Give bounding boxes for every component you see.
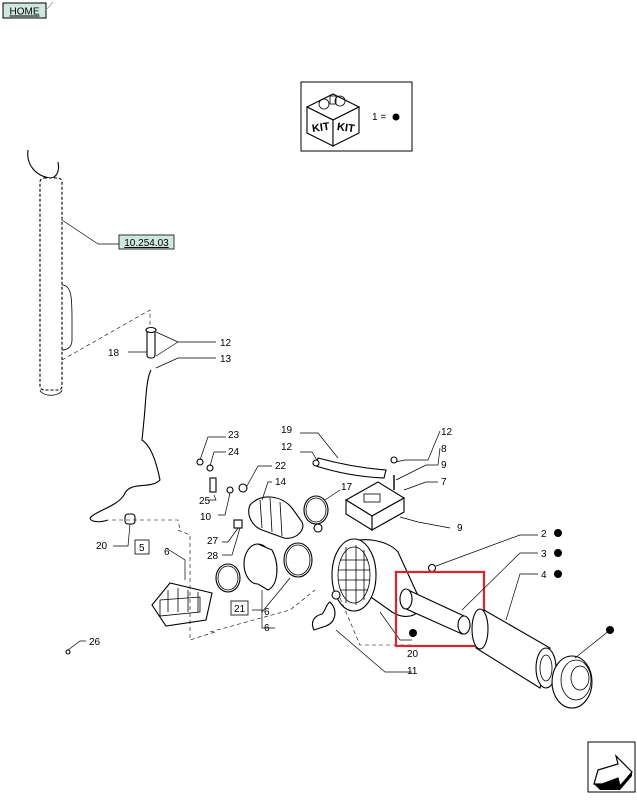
callout-26: 26 bbox=[89, 637, 101, 648]
elbow-hose-6 bbox=[243, 543, 278, 591]
kit-marker-3-inner bbox=[409, 629, 417, 637]
callout-9-b: 9 bbox=[457, 523, 463, 534]
callout-21: 21 bbox=[234, 604, 246, 615]
small-clamps-left bbox=[196, 458, 234, 494]
dash-leader-stack bbox=[61, 309, 151, 361]
kit-bullet bbox=[392, 113, 400, 121]
callout-3: 3 bbox=[541, 549, 547, 560]
clamp-17-left bbox=[303, 495, 329, 525]
callout-5: 5 bbox=[139, 543, 145, 554]
kit-marker-4 bbox=[554, 570, 562, 578]
bolt-2 bbox=[427, 563, 437, 573]
callout-7: 7 bbox=[441, 477, 447, 488]
callout-box-21 bbox=[230, 600, 249, 616]
callout-28: 28 bbox=[207, 551, 219, 562]
callout-6-c: 6 bbox=[264, 623, 270, 634]
home-button[interactable]: HOME bbox=[2, 2, 47, 19]
ref-link-button[interactable]: 10.254.03 bbox=[118, 234, 175, 250]
home-tick bbox=[45, 1, 54, 11]
kit-marker-3 bbox=[554, 549, 562, 557]
callout-12-a: 12 bbox=[220, 338, 232, 349]
arrow-next-page-icon bbox=[593, 754, 633, 790]
mounting-bracket-7 bbox=[344, 481, 406, 531]
inner-filter-3 bbox=[399, 588, 471, 635]
hose-11 bbox=[311, 590, 341, 631]
callout-20-b: 20 bbox=[407, 649, 419, 660]
clamp-20-left bbox=[124, 513, 136, 525]
callout-24: 24 bbox=[228, 447, 240, 458]
callout-9-a: 9 bbox=[441, 460, 447, 471]
callout-27: 27 bbox=[207, 536, 219, 547]
clamp-27-28 bbox=[222, 519, 243, 556]
callout-12-c: 12 bbox=[441, 427, 453, 438]
breather-pipe bbox=[89, 326, 161, 523]
kit-word-right: KIT bbox=[336, 121, 355, 135]
part-26 bbox=[65, 649, 71, 655]
kit-legend: KIT KIT 1 = bbox=[300, 81, 413, 152]
kit-marker-endcap bbox=[606, 626, 614, 634]
callout-12-b: 12 bbox=[281, 442, 293, 453]
kit-equation: 1 = bbox=[372, 112, 386, 123]
clamp-6-left bbox=[215, 563, 241, 593]
sensor-22 bbox=[238, 483, 248, 493]
callout-8: 8 bbox=[441, 444, 447, 455]
hose-19 bbox=[315, 457, 387, 479]
kit-box-icon: KIT KIT bbox=[305, 93, 361, 147]
callout-box-5 bbox=[134, 539, 150, 555]
clamp-6-right bbox=[283, 542, 313, 578]
callout-18: 18 bbox=[108, 348, 120, 359]
callout-20-a: 20 bbox=[96, 541, 108, 552]
precleaner-assembly bbox=[151, 582, 213, 627]
callout-2: 2 bbox=[541, 529, 547, 540]
clamp-12-hose bbox=[312, 459, 320, 467]
highlight-box bbox=[394, 570, 486, 648]
callout-13: 13 bbox=[220, 354, 232, 365]
callout-4: 4 bbox=[541, 570, 547, 581]
kit-word-left: KIT bbox=[311, 121, 330, 135]
home-button-label[interactable]: HOME bbox=[10, 7, 40, 18]
callout-6-b: 6 bbox=[264, 607, 270, 618]
callout-22: 22 bbox=[275, 461, 287, 472]
outer-filter-4 bbox=[471, 608, 557, 689]
kit-marker-2 bbox=[554, 529, 562, 537]
bolt-12-right bbox=[390, 456, 398, 464]
next-page-button[interactable] bbox=[587, 741, 636, 793]
exhaust-stack bbox=[27, 149, 99, 396]
callout-23: 23 bbox=[228, 430, 240, 441]
callout-17: 17 bbox=[341, 482, 353, 493]
callout-25: 25 bbox=[199, 496, 211, 507]
clamp-17-small bbox=[313, 523, 323, 533]
ref-link-label[interactable]: 10.254.03 bbox=[124, 238, 169, 249]
intake-hose-14 bbox=[248, 496, 304, 539]
end-cap bbox=[551, 655, 593, 709]
callout-11: 11 bbox=[407, 666, 418, 677]
callout-6-a: 6 bbox=[164, 547, 170, 558]
callout-14: 14 bbox=[275, 477, 287, 488]
callout-10: 10 bbox=[200, 512, 212, 523]
callout-19: 19 bbox=[281, 425, 293, 436]
